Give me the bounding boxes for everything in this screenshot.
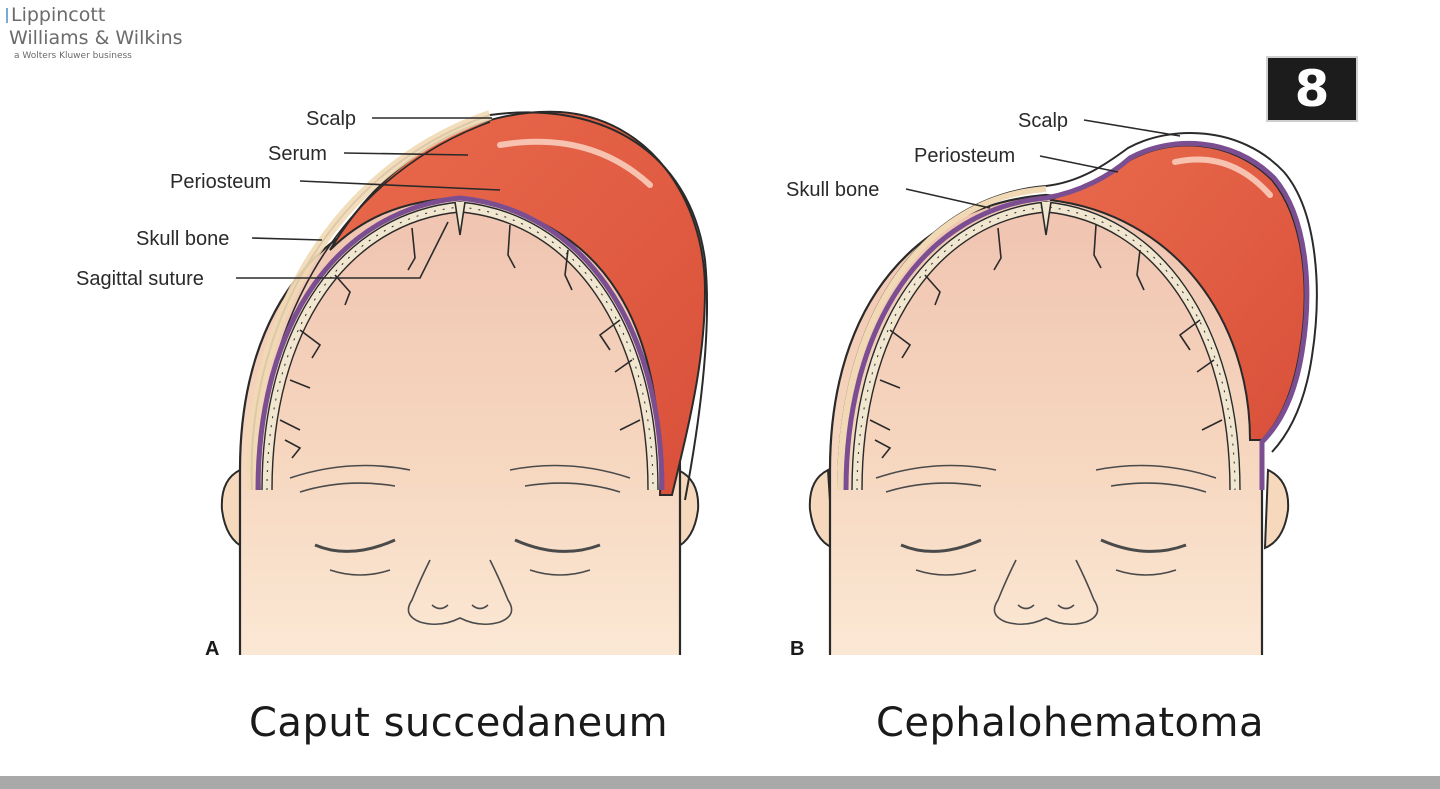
brain-sulci (869, 224, 1223, 459)
panel-letter-b: B (790, 638, 804, 660)
page-number-badge: 8 (1266, 56, 1358, 122)
face-features (289, 464, 631, 626)
leader-lines-a (236, 117, 501, 279)
label-scalp-b: Scalp (1018, 110, 1068, 132)
brain-sulci (279, 224, 641, 459)
serum-highlight (497, 138, 653, 188)
publisher-name-line2: Williams & Wilkins (9, 27, 183, 49)
panel-a: Scalp Serum Periosteum Skull bone Sagitt… (76, 108, 709, 660)
panel-letter-a: A (205, 638, 219, 660)
logo-mark-icon (6, 7, 8, 23)
leader-lines-b (905, 119, 1181, 209)
panel-b: Scalp Periosteum Skull bone B (786, 110, 1318, 660)
hematoma-highlight (1172, 156, 1273, 198)
publisher-logo: Lippincott Williams & Wilkins a Wolters … (6, 4, 183, 62)
label-skull-bone-b: Skull bone (786, 179, 879, 201)
left-ear (808, 468, 835, 550)
head-outline (830, 195, 1262, 655)
label-scalp-a: Scalp (306, 108, 356, 130)
right-ear (1263, 468, 1290, 550)
label-serum-a: Serum (268, 143, 327, 165)
sagittal-suture (1040, 201, 1052, 236)
caption-caput-succedaneum: Caput succedaneum (249, 700, 669, 746)
label-sagittal-suture-a: Sagittal suture (76, 268, 204, 290)
face-features (875, 464, 1217, 626)
label-periosteum-a: Periosteum (170, 171, 271, 193)
publisher-name-line1: Lippincott (11, 4, 106, 26)
bottom-bar (0, 776, 1440, 789)
head-outline (240, 195, 680, 655)
label-periosteum-b: Periosteum (914, 145, 1015, 167)
publisher-tagline: a Wolters Kluwer business (14, 51, 132, 61)
periosteum-layer (843, 141, 1310, 491)
periosteum-layer (255, 195, 665, 491)
caption-cephalohematoma: Cephalohematoma (876, 700, 1264, 746)
label-skull-bone-a: Skull bone (136, 228, 229, 250)
sagittal-suture (454, 201, 466, 236)
